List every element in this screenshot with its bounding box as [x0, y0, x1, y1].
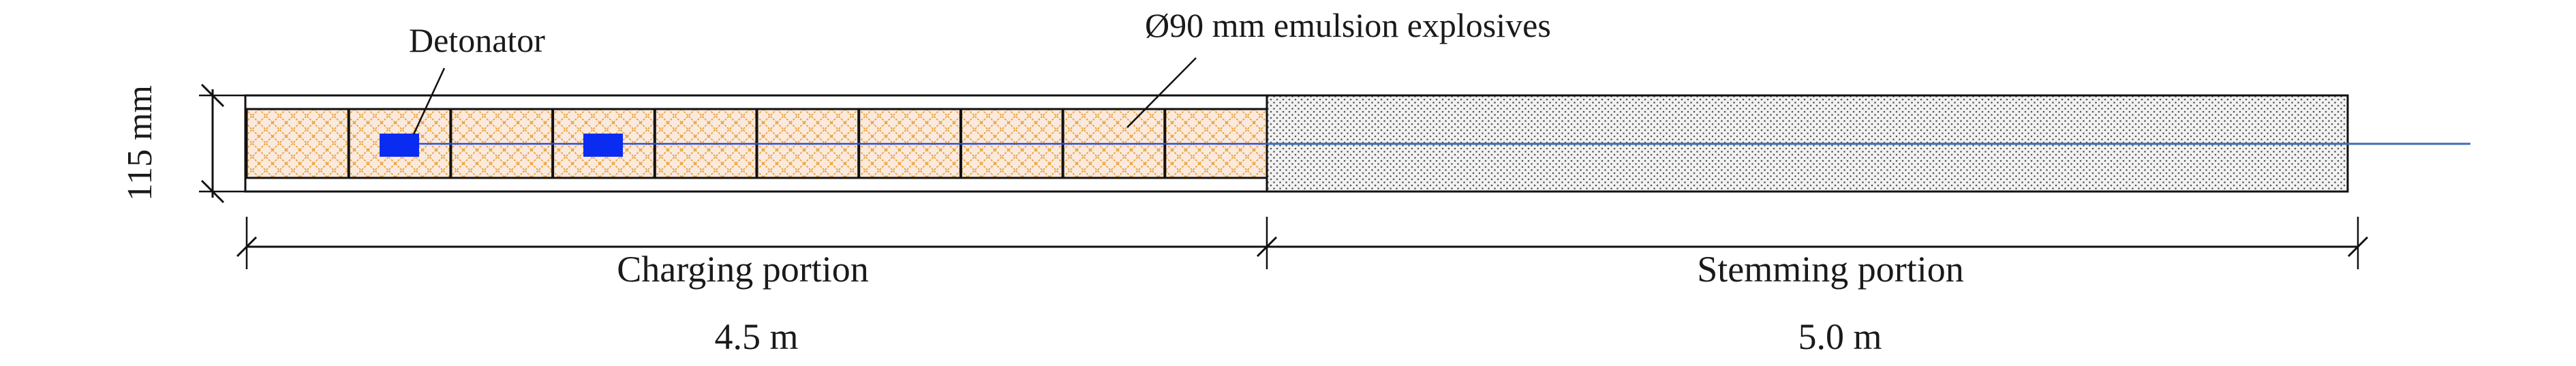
diameter-label: 115 mm — [121, 85, 159, 201]
diameter-dimension — [199, 83, 245, 204]
length-dimension — [236, 217, 2369, 269]
stemming-portion-label: Stemming portion — [1697, 249, 1964, 290]
explosive-label: Ø90 mm emulsion explosives — [1145, 6, 1551, 44]
detonator-2 — [583, 134, 623, 157]
detonator-leader — [412, 67, 446, 135]
stemming-length-label: 5.0 m — [1798, 316, 1882, 357]
explosive-leader — [1126, 57, 1197, 128]
detonator-1 — [380, 134, 419, 157]
charging-length-label: 4.5 m — [714, 316, 798, 357]
charging-portion-label: Charging portion — [617, 249, 868, 290]
detonator-label: Detonator — [409, 21, 545, 59]
